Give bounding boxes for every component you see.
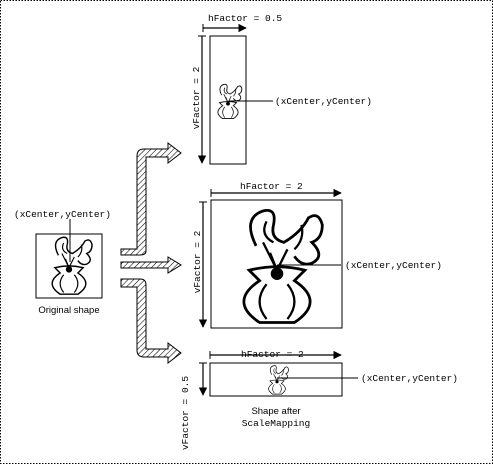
tall-v-label: vFactor = 2 bbox=[191, 66, 202, 129]
arrow-to-tall bbox=[120, 141, 182, 256]
big-shape bbox=[210, 199, 343, 329]
after-caption-line2: ScaleMapping bbox=[242, 418, 310, 429]
flat-v-label: vFactor = 0.5 bbox=[180, 376, 191, 450]
tall-shape-frame bbox=[209, 35, 247, 165]
original-shape bbox=[35, 233, 103, 299]
arrow-to-flat bbox=[120, 278, 182, 365]
hatched-arrows bbox=[120, 141, 182, 365]
tall-center-label: (xCenter,yCenter) bbox=[275, 96, 372, 107]
original-caption: Original shape bbox=[38, 305, 99, 316]
tall-h-label: hFactor = 0.5 bbox=[208, 13, 282, 24]
after-caption-line1: Shape after bbox=[251, 406, 300, 417]
flat-center-label: (xCenter,yCenter) bbox=[361, 373, 458, 384]
big-h-label: hFactor = 2 bbox=[240, 181, 303, 192]
flat-shape bbox=[209, 362, 343, 397]
big-v-label: vFactor = 2 bbox=[192, 230, 203, 293]
tall-shape bbox=[209, 35, 247, 165]
arrow-to-big bbox=[120, 256, 182, 274]
big-center-label: (xCenter,yCenter) bbox=[345, 260, 442, 271]
flat-h-label: hFactor = 2 bbox=[241, 349, 304, 360]
original-center-label: (xCenter,yCenter) bbox=[14, 209, 111, 220]
